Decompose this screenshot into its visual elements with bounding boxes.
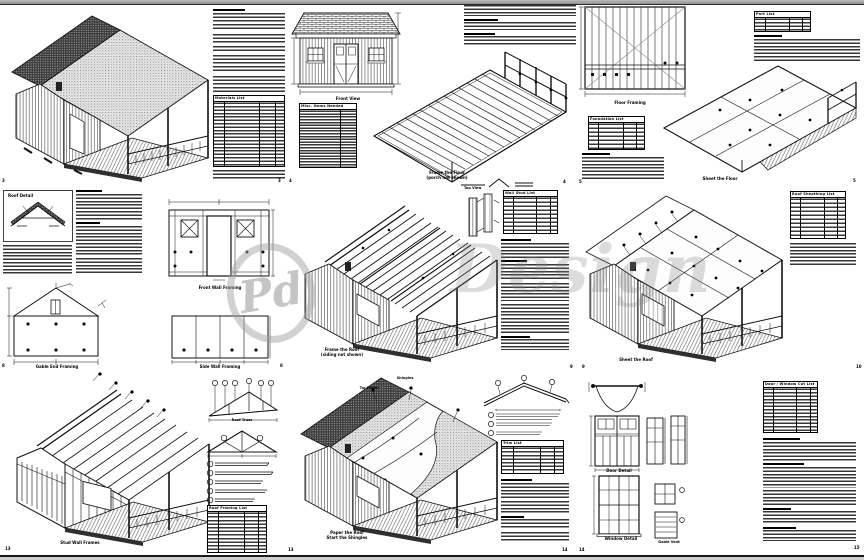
page-number: 9 [582,364,585,369]
page-number: 13 [288,547,294,552]
page-number: 14 [562,547,568,552]
sheet9-step-notes [763,437,856,547]
gable-framing-caption: Gable End Framing [35,364,79,369]
roof-sheathing-title: Roof Sheathing List [791,192,845,198]
bottom-border-strip [0,555,864,560]
truss-callout-diagram [208,378,279,422]
side-wall-framing-elevation [171,315,271,364]
foundation-table: Foundation List [588,116,645,150]
door-window-cutlist-title: Door / Window Cut List [764,382,817,388]
page-number: 10 [856,364,862,369]
trim-table: Trim List [501,440,564,474]
sheet3-step-notes [582,152,664,180]
page-number: 5 [579,179,582,184]
sheet4-notes-a [76,189,142,274]
floor-plan-drawing [579,6,686,97]
front-wall-framing-elevation [168,199,275,281]
wall-framing-caption: Stud Wall Frames [60,540,100,545]
page-number: 9 [570,364,573,369]
materials-list-title: Materials List [214,96,284,102]
roof-sheathing-table: Roof Sheathing List [790,191,846,239]
roof-detail-label: Roof Detail [8,193,34,198]
floor-sheathing-isometric [662,65,858,173]
floor-sheathing-caption: Sheet the Floor [702,176,738,181]
page-number: 5 [853,178,856,183]
ledger-detail-sketch [461,178,533,188]
roof-framing-title: Roof Framing List [208,506,266,512]
sheet2-tools-notes [464,5,576,51]
page-number: 14 [579,547,585,552]
front-wall-caption: Front Wall Framing [198,285,242,290]
roof-truss-caption: Roof Truss [231,418,253,422]
roofing-isometric [300,377,499,544]
wall-framing-isometric [16,372,211,546]
page-number: 13 [5,546,11,551]
front-elevation-drawing [291,12,401,95]
sheet3-paper-notes [754,34,860,62]
gable-end-framing-diagram [7,282,107,365]
floor-framing-isometric [372,51,568,183]
roof-detail-box [3,190,73,242]
ridge-cap-detail [483,375,570,407]
wall-stud-title: Wall Stud List [504,191,557,197]
roof-truss-diagram [206,430,278,458]
roof-framing-table: Roof Framing List [207,505,267,553]
parts-title: Part List [755,12,810,18]
roof-sheathing-caption: Sheet the Roof [619,357,653,362]
side-wall-caption: Side Wall Framing [199,364,241,369]
wall-stud-table: Wall Stud List [503,190,558,234]
sheet1-footnote [213,170,285,182]
door-window-cutlist-table: Door / Window Cut List [763,381,818,433]
page-number: 3 [278,178,281,183]
top-border-strip [0,0,864,5]
trim-title: Trim List [502,441,563,447]
tar-paper-label: Tar Paper [359,386,379,390]
elevation-caption: Front View [335,96,361,101]
misc-items-table: Misc. Items Needed [299,103,357,168]
roof-framing-caption: Frame the Roof (siding not shown) [320,347,364,357]
page-number: 8 [2,363,5,368]
materials-list-table: Materials List [213,95,285,167]
sheet6-notes [790,243,856,267]
sheet8-step-notes [501,478,569,552]
misc-items-title: Misc. Items Needed [300,104,356,110]
page-number: 15 [854,545,860,550]
parts-table: Part List [754,11,811,32]
siding-corner-detail [468,193,500,237]
roof-framing-isometric [304,205,499,362]
corner-detail-label: Top View [464,186,482,190]
window-detail-caption: Window Detail [604,536,638,541]
floor-iso-caption: Frame the Floor (porch not shown) [426,170,468,180]
trim-piece-details [488,409,561,436]
page-number: 8 [280,363,283,368]
shingles-label: Shingles [396,376,414,380]
floor-plan-caption: Floor Framing [614,100,646,105]
gable-vent-caption: Gable Vent [658,540,680,544]
roofing-caption: Paper the Roof Start the Shingles [326,530,368,540]
page-number: 4 [289,178,292,183]
sheet4-notes-b [3,245,72,276]
sheet1-general-notes [213,8,285,94]
roof-sheathing-isometric [585,195,784,362]
shed-overview-isometric [11,15,210,182]
rafter-piece-details [206,460,274,504]
door-detail-caption: Door Detail [606,468,632,473]
foundation-title: Foundation List [589,117,644,123]
door-window-details [588,382,688,539]
page-number: 3 [2,178,5,183]
sheet5-step-notes [501,238,569,366]
page-number: 4 [563,179,566,184]
